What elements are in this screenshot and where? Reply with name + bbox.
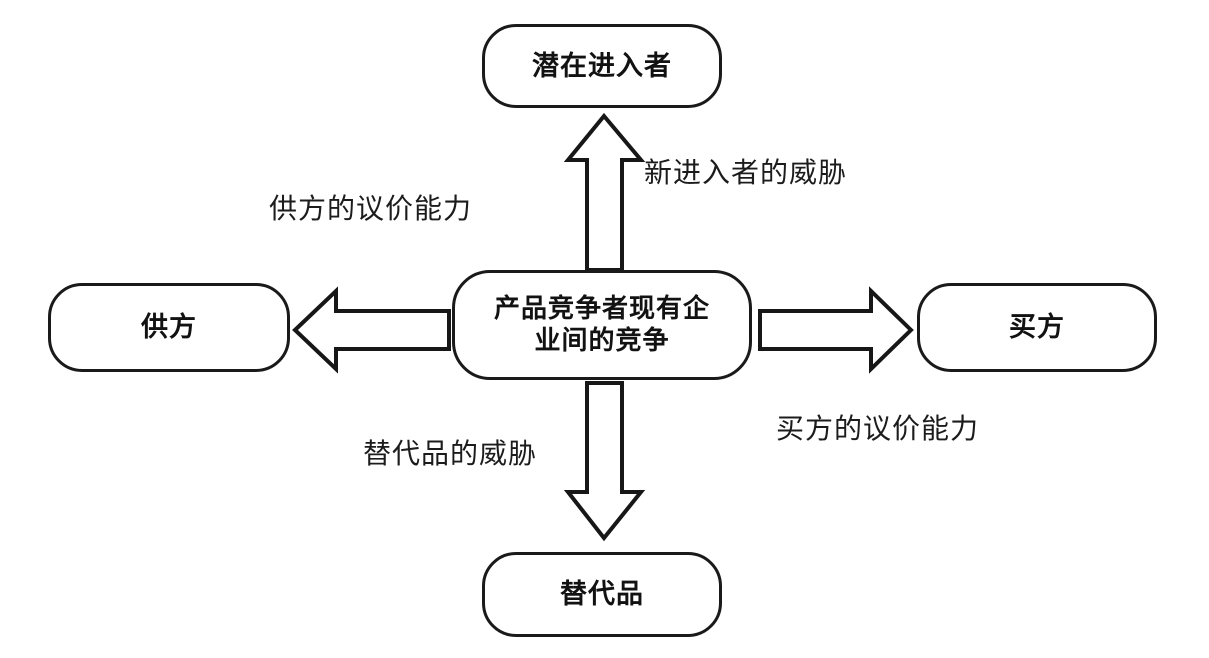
edge-label-buyer-bargaining-power: 买方的议价能力 [776,414,980,445]
node-potential-entrants-label: 潜在进入者 [532,50,672,81]
node-industry-rivalry-line2: 业间的竞争 [534,325,670,355]
edge-label-threat-of-substitutes: 替代品的威胁 [363,439,538,470]
arrow-left-to-suppliers [292,286,451,374]
edge-label-threat-of-new-entrants: 新进入者的威胁 [644,158,848,189]
arrow-right-to-buyers [758,286,914,374]
edge-label-supplier-bargaining-power: 供方的议价能力 [269,194,473,225]
node-buyers[interactable]: 买方 [917,283,1157,372]
arrow-up-to-potential-entrants [563,112,646,272]
node-substitutes-label: 替代品 [560,579,644,610]
node-potential-entrants[interactable]: 潜在进入者 [482,24,722,108]
node-substitutes[interactable]: 替代品 [482,552,722,637]
node-suppliers[interactable]: 供方 [48,283,290,372]
node-buyers-label: 买方 [1009,312,1065,343]
node-industry-rivalry[interactable]: 产品竞争者现有企 业间的竞争 [452,270,752,380]
arrow-down-to-substitutes [563,381,646,542]
node-industry-rivalry-line1: 产品竞争者现有企 [493,293,710,324]
node-suppliers-label: 供方 [141,312,197,343]
node-industry-rivalry-label: 产品竞争者现有企 业间的竞争 [469,293,735,356]
